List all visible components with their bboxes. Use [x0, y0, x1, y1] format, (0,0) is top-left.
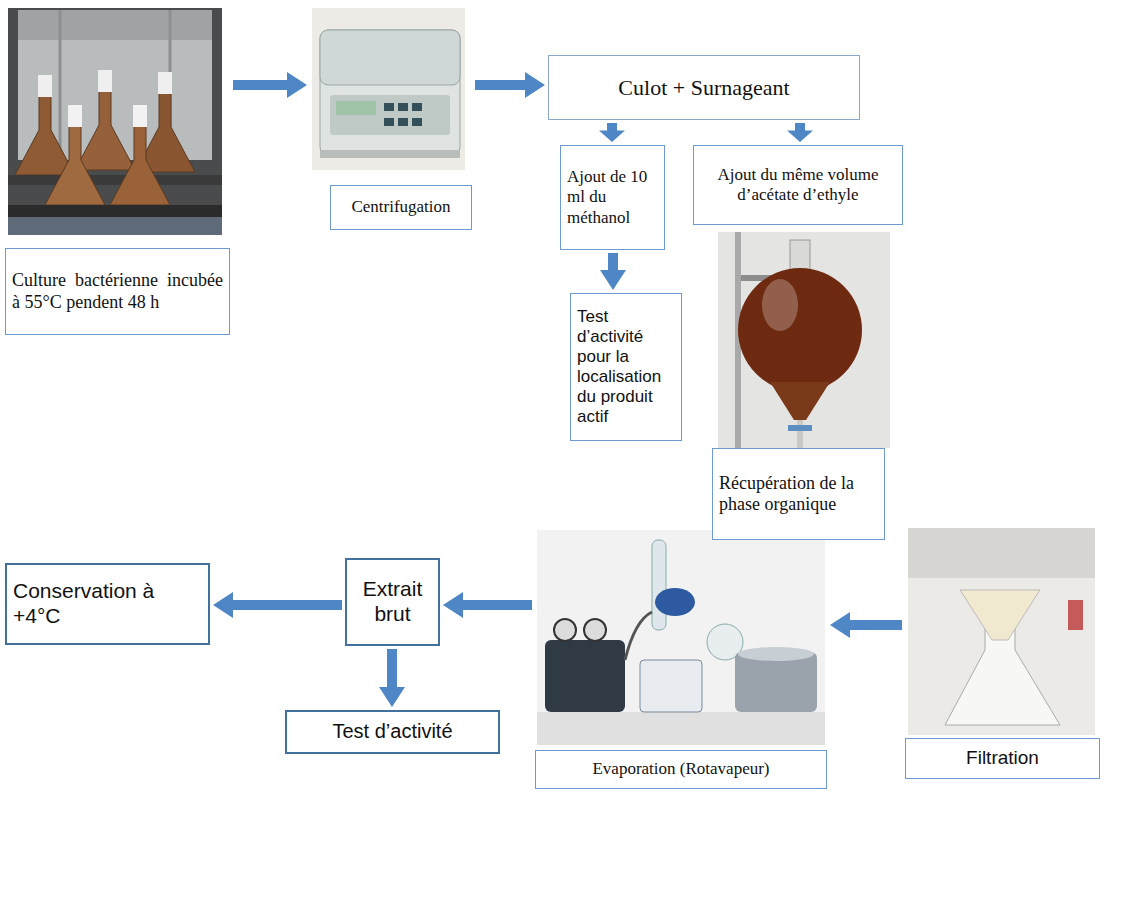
step-text: Extrait brut [353, 577, 432, 627]
separatory-funnel-photo [718, 232, 890, 448]
process-step: Filtration [905, 525, 1100, 779]
flow-arrow [443, 592, 532, 618]
flow-arrow [830, 612, 902, 638]
step-text: Récupération de la phase organique [719, 473, 878, 515]
step-text: Test d’activité [293, 720, 492, 744]
flow-arrow [787, 123, 813, 142]
caption-box: Culture bactérienne incubée à 55°C pende… [5, 248, 230, 335]
process-box: Conservation à +4°C [5, 563, 210, 645]
caption-box: Evaporation (Rotavapeur) [535, 750, 827, 789]
process-box: Récupération de la phase organique [712, 448, 885, 540]
process-step: Culture bactérienne incubée à 55°C pende… [5, 5, 230, 335]
step-text: Evaporation (Rotavapeur) [542, 759, 820, 779]
process-step: Evaporation (Rotavapeur) [535, 528, 827, 789]
flow-arrow [599, 123, 625, 142]
centrifuge-photo [312, 8, 465, 170]
process-box: Ajout du même volume d’acétate d’ethyle [693, 145, 903, 225]
flow-arrow [233, 72, 307, 98]
process-box: Extrait brut [345, 558, 440, 646]
step-text: Conservation à +4°C [13, 579, 163, 629]
step-text: Ajout de 10 ml du méthanol [567, 167, 658, 227]
process-box: Test d’activité [285, 710, 500, 754]
caption-box: Centrifugation [330, 185, 472, 230]
incubator-photo [8, 8, 222, 235]
filtration-photo [908, 528, 1095, 735]
caption-box: Filtration [905, 738, 1100, 779]
step-text: Culot + Surnageant [555, 75, 853, 101]
rotavapor-photo [537, 530, 825, 745]
process-box: Culot + Surnageant [548, 55, 860, 120]
process-box: Ajout de 10 ml du méthanol [560, 145, 665, 250]
step-text: Culture bactérienne incubée à 55°C pende… [12, 270, 223, 312]
step-text: Filtration [912, 747, 1093, 769]
process-box: Test d’activité pour la localisation du … [570, 293, 682, 441]
step-text: Ajout du même volume d’acétate d’ethyle [700, 165, 896, 205]
flow-arrow [600, 253, 626, 290]
step-text: Centrifugation [337, 197, 465, 217]
flow-arrow [213, 592, 342, 618]
flow-arrow [475, 72, 545, 98]
flow-arrow [379, 649, 405, 707]
step-text: Test d’activité pour la localisation du … [577, 307, 675, 427]
process-step: Centrifugation [310, 5, 472, 230]
